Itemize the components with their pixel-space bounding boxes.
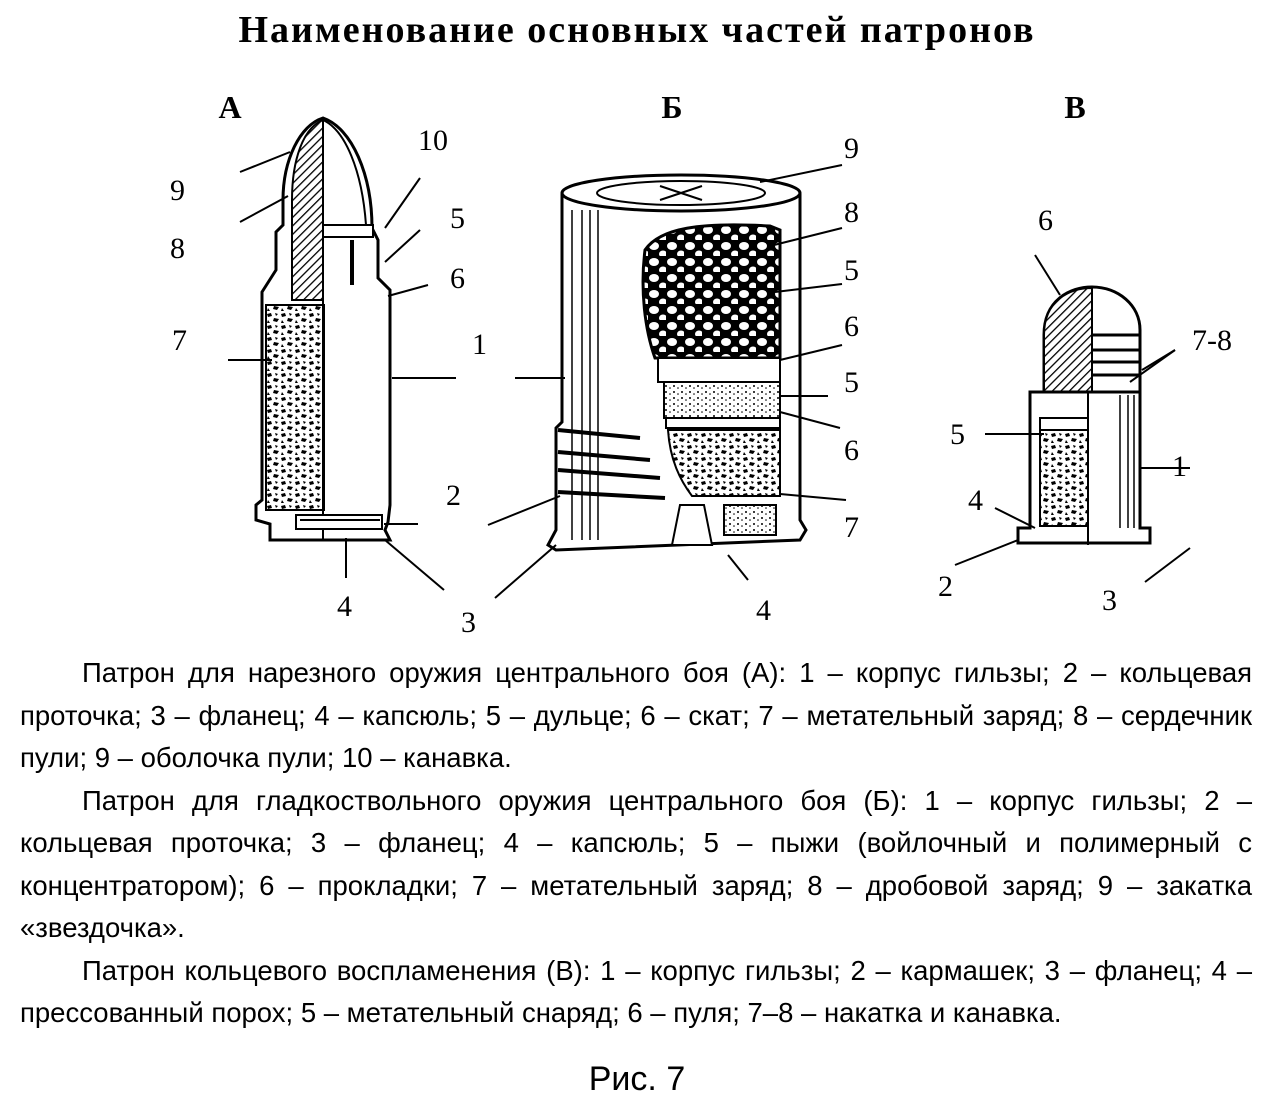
label-a-2: 2: [446, 479, 461, 512]
label-b-5a: 5: [844, 254, 859, 287]
label-a-10: 10: [418, 124, 448, 157]
label-b-5b: 5: [844, 366, 859, 399]
caption: Патрон для нарезного оружия центрального…: [20, 652, 1252, 1035]
label-a-1: 1: [472, 328, 487, 361]
cartridge-v: В 6 7-8: [938, 89, 1232, 617]
cartridge-b-header: Б: [661, 89, 682, 125]
cartridge-a: А 9 8 10 5 6 7: [170, 89, 487, 639]
label-v-1: 1: [1172, 450, 1187, 483]
label-v-5: 5: [950, 418, 965, 451]
figure-number: Рис. 7: [588, 1060, 686, 1098]
label-a-9: 9: [170, 174, 185, 207]
label-v-2: 2: [938, 570, 953, 603]
label-a-3: 3: [461, 606, 476, 639]
cartridge-v-header: В: [1064, 89, 1085, 125]
label-v-7-8: 7-8: [1192, 324, 1232, 357]
caption-a: Патрон для нарезного оружия центрального…: [20, 657, 1252, 773]
label-v-3: 3: [1102, 584, 1117, 617]
label-b-8: 8: [844, 196, 859, 229]
label-v-4: 4: [968, 484, 983, 517]
cartridges-illustration: А 9 8 10 5 6 7: [170, 89, 1232, 639]
label-a-4: 4: [337, 590, 352, 623]
label-b-4: 4: [756, 594, 771, 627]
label-a-8: 8: [170, 232, 185, 265]
cartridge-a-header: А: [218, 89, 241, 125]
label-a-5: 5: [450, 202, 465, 235]
label-a-6: 6: [450, 262, 465, 295]
label-b-9: 9: [844, 132, 859, 165]
label-v-6: 6: [1038, 204, 1053, 237]
caption-v: Патрон кольцевого воспламенения (В): 1 –…: [20, 954, 1252, 1029]
label-b-6a: 6: [844, 310, 859, 343]
caption-b: Патрон для гладкоствольного оружия центр…: [20, 784, 1252, 944]
cartridge-b: Б: [487, 89, 859, 627]
label-a-7: 7: [172, 324, 187, 357]
diagram-title: Наименование основных частей патронов: [238, 9, 1036, 51]
label-b-6b: 6: [844, 434, 859, 467]
label-b-7: 7: [844, 511, 859, 544]
